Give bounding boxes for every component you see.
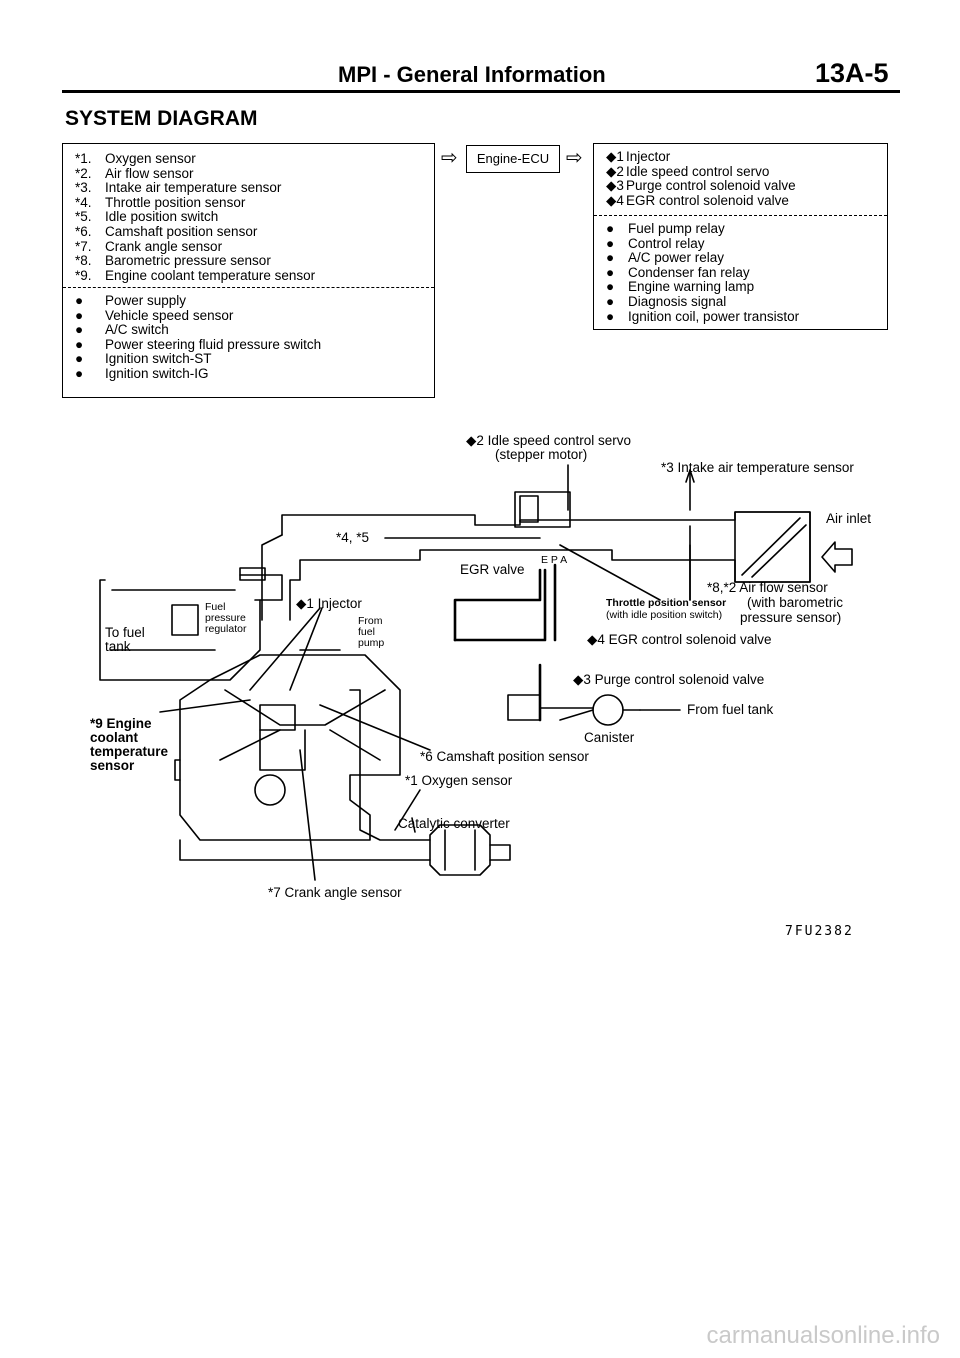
page-title: MPI - General Information (338, 62, 606, 87)
camshaft-sensor-label: *6 Camshaft position sensor (420, 749, 589, 764)
input-signal-item: ●Power supply (75, 293, 187, 308)
sensor-item: *7.Crank angle sensor (75, 238, 223, 254)
air-flow-sensor-sublabel-2: pressure sensor) (740, 610, 842, 625)
sensor-list: *1.Oxygen sensor *2.Air flow sensor *3.I… (75, 151, 316, 283)
arrow-right-icon: ⇨ (566, 147, 583, 169)
sensor-item: *4.Throttle position sensor (75, 194, 246, 210)
engine-block (174, 654, 401, 841)
output-signal-list: ●Fuel pump relay ●Control relay ●A/C pow… (606, 221, 800, 324)
pointer-lines (109, 537, 691, 881)
input-signal-item: ●A/C switch (75, 322, 169, 338)
tps-small-sublabel: (with idle position switch) (606, 609, 723, 621)
injector-label: ◆1 Injector (296, 596, 362, 611)
purge-canister (507, 694, 641, 726)
egr-valve-label: EGR valve (460, 562, 525, 577)
isc-servo-label: ◆2 Idle speed control servo (466, 433, 631, 448)
sensor-item: *3.Intake air temperature sensor (75, 180, 282, 196)
exhaust (179, 689, 511, 876)
section-title: SYSTEM DIAGRAM (65, 107, 258, 130)
input-signal-item: ●Power steering fluid pressure switch (75, 336, 322, 352)
purge-solenoid-label: ◆3 Purge control solenoid valve (573, 672, 765, 687)
canister-label: Canister (584, 730, 635, 745)
egr-ports-label: E P A (541, 554, 568, 566)
sensor-item: *2.Air flow sensor (75, 165, 194, 181)
catalytic-converter-label: Catalytic converter (398, 816, 510, 831)
watermark: carmanualsonline.info (706, 1322, 940, 1349)
output-signal-item: ●Engine warning lamp (606, 279, 755, 295)
input-signal-item: ●Vehicle speed sensor (75, 307, 234, 323)
air-flow-sensor-sublabel: (with barometric (747, 595, 844, 610)
tps-small-label: Throttle position sensor (606, 597, 727, 609)
fuel-system (99, 567, 283, 681)
fuel-pressure-regulator-label: Fuel pressure regulator (205, 601, 247, 635)
sensor-item: *5.Idle position switch (75, 209, 219, 225)
ecu-box: Engine-ECU (466, 145, 560, 173)
sensor-item: *8.Barometric pressure sensor (75, 253, 271, 269)
sensor-item: *1.Oxygen sensor (75, 151, 196, 166)
intake-air-temp-label: *3 Intake air temperature sensor (661, 460, 854, 475)
figure-code: 7FU2382 (785, 924, 854, 939)
egr-solenoid-label: ◆4 EGR control solenoid valve (587, 632, 772, 647)
sensor-item: *9.Engine coolant temperature sensor (75, 267, 316, 283)
to-fuel-tank-label: To fuel tank (105, 625, 145, 654)
from-fuel-tank-label: From fuel tank (687, 702, 774, 717)
oxygen-sensor-label: *1 Oxygen sensor (405, 773, 513, 788)
coolant-sensor-label: *9 Engine coolant temperature sensor (90, 716, 169, 773)
air-inlet-label: Air inlet (826, 511, 872, 526)
divider (594, 215, 887, 216)
isc-servo-sublabel: (stepper motor) (495, 447, 588, 462)
input-signal-list: ●Power supply ●Vehicle speed sensor ●A/C… (75, 293, 322, 382)
header-rule (62, 90, 900, 93)
from-fuel-pump-label: From fuel pump (358, 615, 385, 649)
ecu-label: Engine-ECU (476, 151, 550, 166)
output-signal-item: ●Diagnosis signal (606, 293, 727, 309)
intake-duct (261, 511, 853, 621)
crank-angle-sensor-label: *7 Crank angle sensor (268, 885, 402, 900)
arrow-right-icon: ⇨ (441, 147, 458, 169)
input-signal-item: ●Ignition switch-IG (75, 365, 209, 381)
divider (63, 287, 434, 288)
output-signal-item: ●A/C power relay (606, 250, 725, 266)
page-number: 13A-5 (815, 58, 889, 88)
output-signal-item: ●Condenser fan relay (606, 264, 750, 280)
air-flow-sensor-label: *8,*2 Air flow sensor (707, 580, 828, 595)
output-signal-item: ●Ignition coil, power transistor (606, 308, 800, 324)
tps-isw-label: *4, *5 (336, 530, 370, 545)
sensor-item: *6.Camshaft position sensor (75, 223, 258, 239)
output-signal-item: ●Control relay (606, 235, 705, 251)
output-signal-item: ●Fuel pump relay (606, 221, 725, 236)
throttle-body (514, 464, 695, 528)
inputs-box: *1.Oxygen sensor *2.Air flow sensor *3.I… (62, 143, 435, 398)
input-signal-item: ●Ignition switch-ST (75, 351, 212, 367)
